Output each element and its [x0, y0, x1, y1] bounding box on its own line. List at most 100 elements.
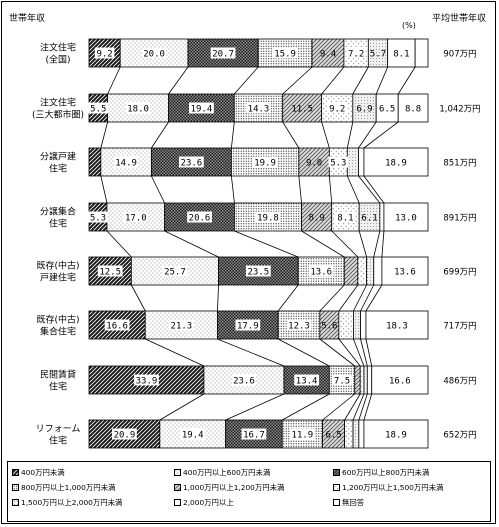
data-label-background: [231, 374, 257, 386]
data-label-background: [168, 319, 194, 331]
connector-line: [321, 121, 330, 149]
data-label-background: [294, 374, 320, 386]
connector-line: [151, 175, 165, 204]
data-label-background: [134, 374, 159, 386]
data-label: 14.3: [248, 104, 270, 114]
data-label-background: [328, 156, 349, 168]
legend-label: 2,000万円以上: [183, 498, 234, 507]
category-label: 既存(中古): [36, 260, 79, 272]
connector-line: [338, 284, 359, 312]
data-label: 25.7: [164, 267, 186, 277]
category-label: 既存(中古): [36, 314, 79, 326]
data-label: 8.1: [337, 213, 353, 223]
data-label-background: [162, 265, 188, 277]
data-label-background: [180, 428, 206, 440]
connector-line: [298, 175, 302, 204]
connector-line: [338, 338, 361, 367]
legend-label: 1,000万円以上1,200万円未満: [183, 483, 285, 492]
legend-swatch: [12, 484, 19, 491]
data-label-background: [210, 47, 236, 59]
data-label: 17.0: [125, 213, 147, 223]
data-label-background: [125, 102, 151, 114]
data-label: 6.5: [325, 430, 341, 440]
bar-segment: [357, 256, 368, 286]
legend-item: 無回答: [333, 497, 364, 508]
category-label: 住宅: [49, 435, 67, 447]
category-label: 住宅: [49, 381, 67, 393]
connector-line: [346, 121, 354, 149]
data-label-background: [332, 374, 352, 386]
data-label: 9.4: [320, 49, 336, 59]
connector-line: [164, 230, 219, 258]
connector-line: [151, 121, 169, 149]
legend-label: 400万円以上600万円未満: [183, 468, 271, 477]
bar-segment: [338, 310, 354, 340]
bar-segment: [363, 147, 429, 177]
data-label-background: [123, 211, 149, 223]
category-label: 分譲戸建: [40, 151, 76, 163]
legend-item: 400万円未満: [12, 467, 65, 478]
data-label-background: [88, 102, 109, 114]
connector-line: [344, 393, 361, 421]
connector-line: [230, 121, 235, 149]
data-label-background: [235, 319, 261, 331]
data-label: 19.4: [182, 430, 204, 440]
connector-line: [397, 66, 416, 95]
data-label: 8.1: [393, 49, 409, 59]
legend-item: 1,200万円以上1,500万円未満: [333, 482, 443, 493]
data-label: 5.3: [330, 158, 346, 168]
data-label-background: [286, 319, 312, 331]
data-label-background: [346, 47, 366, 59]
data-label: 6.9: [356, 104, 372, 114]
bar-segment: [359, 365, 365, 395]
bar-segment: [360, 310, 367, 340]
connector-line: [363, 393, 373, 421]
data-label-background: [141, 47, 167, 59]
data-label: 7.5: [334, 376, 350, 386]
income-axis-title: 世帯年収: [9, 14, 46, 24]
bar-segment: [397, 93, 429, 123]
data-label: 14.9: [115, 158, 137, 168]
data-label-background: [94, 47, 115, 59]
data-label-background: [104, 319, 130, 331]
data-label: 16.7: [243, 430, 265, 440]
category-label: 分譲集合: [40, 206, 76, 218]
data-label: 17.9: [237, 321, 259, 331]
bar-segment: [88, 147, 102, 177]
bar-segment: [353, 310, 361, 340]
connector-line: [217, 284, 219, 312]
connector-line: [282, 66, 313, 95]
data-label: 18.9: [385, 158, 407, 168]
average-income-value: 907万円: [443, 50, 476, 60]
connector-line: [168, 66, 189, 95]
connector-line: [319, 338, 356, 367]
connector-line: [353, 284, 367, 312]
connector-line: [100, 175, 108, 204]
connector-line: [360, 338, 368, 367]
data-label-background: [178, 156, 204, 168]
bar-segment: [381, 256, 429, 286]
data-label: 13.6: [310, 267, 332, 277]
data-label-background: [335, 211, 356, 223]
data-label: 19.4: [191, 104, 213, 114]
bar-segment: [107, 93, 169, 123]
data-label: 6.1: [361, 213, 377, 223]
data-label: 6.5: [379, 104, 395, 114]
data-label-background: [189, 102, 214, 114]
data-label: 33.9: [136, 376, 158, 386]
data-label: 18.0: [127, 104, 149, 114]
data-label-background: [88, 211, 108, 223]
legend-swatch: [333, 484, 340, 491]
connector-line: [360, 284, 375, 312]
data-label: 23.5: [247, 267, 269, 277]
data-label: 23.6: [233, 376, 255, 386]
bar-segment: [343, 256, 359, 286]
bar-segment: [363, 365, 368, 395]
data-label: 20.0: [143, 49, 165, 59]
data-label: 18.3: [386, 321, 408, 331]
bar-segment: [354, 365, 361, 395]
average-income-value: 891万円: [443, 214, 476, 224]
legend-label: 1,200万円以上1,500万円未満: [342, 483, 444, 492]
